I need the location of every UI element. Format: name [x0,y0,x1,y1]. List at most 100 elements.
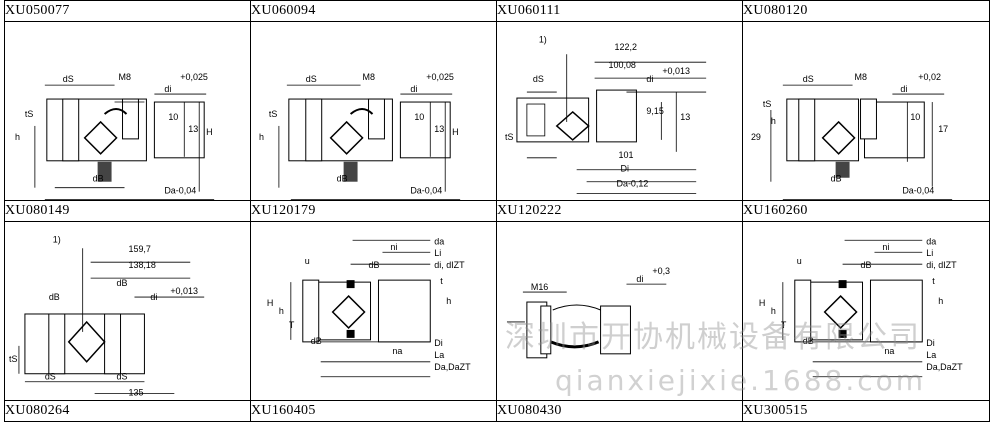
dim-text: ni [882,242,889,252]
dim-text: Da-0,04 [902,186,934,196]
model-label: XU120179 [250,200,497,222]
dim-text: +0,02 [918,72,941,82]
model-label: XU160260 [742,200,990,222]
dim-text: 1) [539,34,547,44]
dim-text: 10 [168,112,178,122]
dim-text: dB [861,260,872,270]
dim-text: +0,013 [662,66,690,76]
model-label: XU060111 [496,0,743,22]
bearing-drawing-xu080120: dS M8 di +0,02 10 17 29 h tS dB Da-0,04 [751,72,953,200]
bearing-drawing-xu120179: u dB ni da Li di, dIZT t h H h T dB na D… [267,236,471,378]
model-label: XU300515 [742,400,990,422]
drawing-cell: dS M8 di +0,025 10 13 H h tS dB Da-0,04 [4,21,251,201]
dim-text: dB [117,278,128,288]
dim-text: tS [763,99,771,109]
drawing-cell: u dB ni da Li di, dIZT t h H h T dB na D… [250,221,497,401]
dim-text: H [206,127,212,137]
model-label: XU050077 [4,0,251,22]
dim-text: T [781,320,787,330]
dim-text: u [797,256,802,266]
dim-text: dB [311,336,322,346]
dim-text: na [884,346,894,356]
dim-text: h [15,132,20,142]
dim-text: dB [369,260,380,270]
dim-text: 29 [751,132,761,142]
dim-text: La [434,350,444,360]
dim-text: dS [803,74,814,84]
dim-text: dB [803,336,814,346]
dim-text: di [636,274,643,284]
dim-text: Di [620,164,628,174]
model-label: XU060094 [250,0,497,22]
dim-text: 159,7 [128,244,150,254]
dim-text: 10 [910,112,920,122]
drawing-cell: u dB ni da Li di, dIZT t h H h T dB na D… [742,221,990,401]
dim-text: +0,3 [652,266,670,276]
dim-text: H [452,127,458,137]
dim-text: di, dIZT [434,260,465,270]
dim-text: u [305,256,310,266]
dim-text: M16 [531,282,548,292]
dim-text: Li [434,248,441,258]
dim-text: +0,025 [426,72,454,82]
dim-text: M8 [119,72,131,82]
dim-text: dB [49,292,60,302]
dim-text: 9,15 [646,106,663,116]
dim-text: dS [533,74,544,84]
dim-text: t [932,276,935,286]
drawing-cell: dS M8 di +0,025 10 13 H h tS dB Da-0,04 [250,21,497,201]
dim-text: +0,013 [170,286,198,296]
model-label: XU080264 [4,400,251,422]
dim-text: 1) [53,234,61,244]
dim-text: 13 [434,124,444,134]
dim-text: +0,025 [180,72,208,82]
bearing-drawing-xu080149: 1) 159,7 138,18 dB dB di +0,013 tS dS dS… [9,234,205,398]
dim-text: na [392,346,402,356]
dim-text: Da,DaZT [434,362,471,372]
dim-text: h [446,296,451,306]
dim-text: dS [117,372,128,382]
dim-text: h [259,132,264,142]
dim-text: Da-0,12 [617,179,649,189]
dim-text: 17 [938,124,948,134]
dim-text: 10 [414,112,424,122]
dim-text: 135 [128,388,143,398]
drawing-cell: M16 di +0,3 [496,221,743,401]
model-label: XU080430 [496,400,743,422]
dim-text: h [279,306,284,316]
dim-text: h [938,296,943,306]
model-label: XU080149 [4,200,251,222]
drawing-cell: dS M8 di +0,02 10 17 29 h tS dB Da-0,04 [742,21,990,201]
dim-text: H [267,298,273,308]
dim-text: La [926,350,936,360]
dim-text: Da-0,04 [410,186,442,196]
watermark-company: 深圳市开协机械设备有限公司 [505,320,921,355]
dim-text: Di [926,338,934,348]
dim-text: h [771,306,776,316]
dim-text: di [150,292,157,302]
dim-text: tS [269,109,277,119]
dim-text: di [900,84,907,94]
dim-text: Di [434,338,442,348]
dim-text: dS [306,74,317,84]
dim-text: 138,18 [128,260,155,270]
dim-text: Da,DaZT [926,362,963,372]
dim-text: tS [505,132,513,142]
dim-text: 13 [188,124,198,134]
dim-text: tS [9,354,17,364]
dim-text: dB [337,174,348,184]
dim-text: h [771,116,776,126]
dim-text: di [410,84,417,94]
bearing-drawing-xu060094: dS M8 di +0,025 10 13 H h tS dB Da-0,04 [259,72,461,200]
dim-text: di [646,74,653,84]
dim-text: M8 [363,72,375,82]
dim-text: dB [93,174,104,184]
model-label: XU080120 [742,0,990,22]
drawing-cell: 1) 122,2 100,08 dS di +0,013 9,15 13 tS … [496,21,743,201]
dim-text: da [926,236,936,246]
bearing-drawing-xu160260: u dB ni da Li di, dIZT t h H h T dB na D… [759,236,963,378]
dim-text: dS [63,74,74,84]
dim-text: di, dIZT [926,260,957,270]
dim-text: di [164,84,171,94]
